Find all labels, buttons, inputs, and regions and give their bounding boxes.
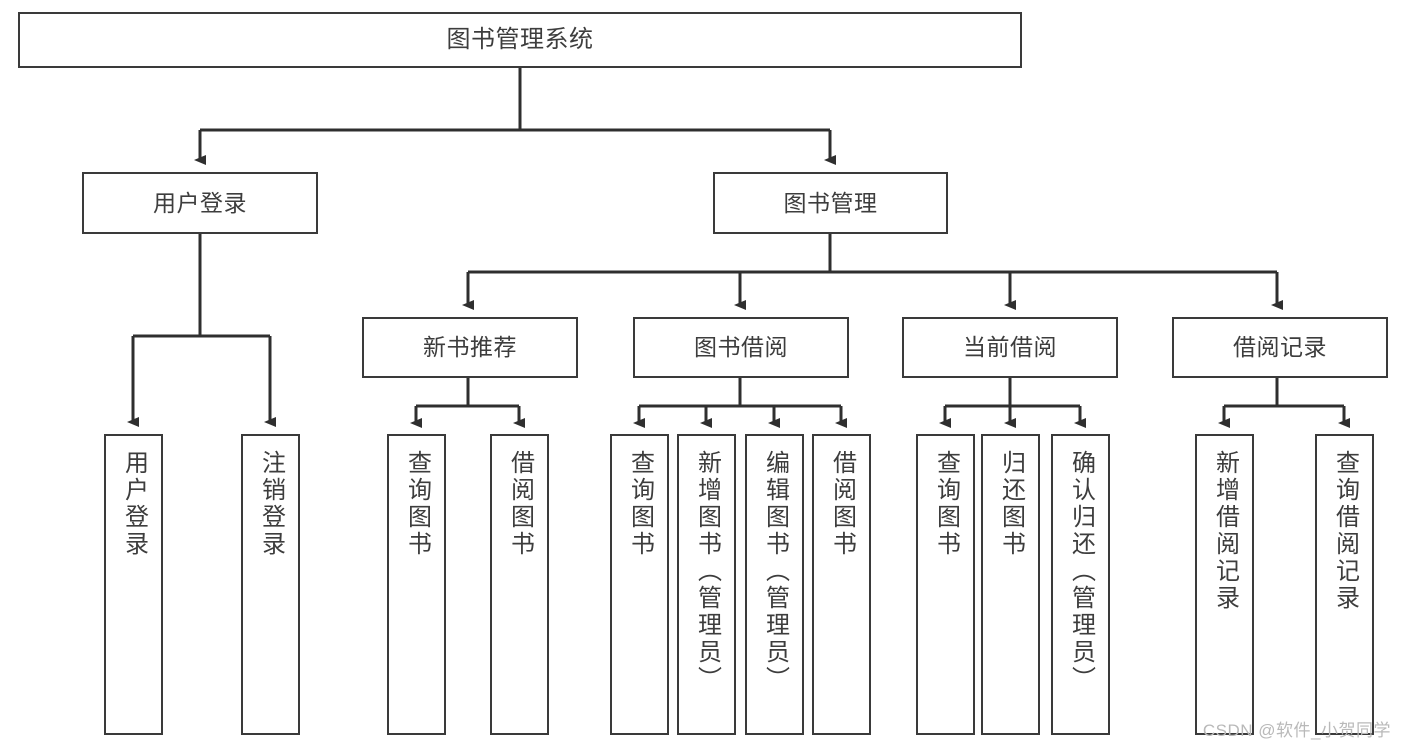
node-book-management[interactable]: 图书管理 [713, 172, 948, 234]
node-label: 新增借阅记录 [1211, 450, 1239, 612]
node-label: 图书借阅 [694, 334, 788, 361]
watermark: CSDN @软件_小贺同学 [1202, 721, 1391, 740]
node-label: 确认归还（管理员） [1067, 450, 1095, 693]
node-label: 用户登录 [120, 450, 148, 558]
node-borrow-record[interactable]: 借阅记录 [1172, 317, 1388, 378]
leaf-user-login-logout[interactable]: 注销登录 [241, 434, 300, 735]
node-label: 查询借阅记录 [1331, 450, 1359, 612]
leaf-book-borrow-borrow-book[interactable]: 借阅图书 [812, 434, 871, 735]
node-root-book-management-system[interactable]: 图书管理系统 [18, 12, 1022, 68]
leaf-current-borrow-confirm-return-admin[interactable]: 确认归还（管理员） [1051, 434, 1110, 735]
node-label: 新书推荐 [423, 334, 517, 361]
node-label: 借阅记录 [1233, 334, 1327, 361]
node-label: 查询图书 [403, 450, 431, 558]
leaf-new-book-borrow-book[interactable]: 借阅图书 [490, 434, 549, 735]
leaf-new-book-query-book[interactable]: 查询图书 [387, 434, 446, 735]
node-label: 图书管理系统 [446, 26, 594, 54]
leaf-current-borrow-return-book[interactable]: 归还图书 [981, 434, 1040, 735]
node-label: 编辑图书（管理员） [761, 450, 789, 693]
leaf-borrow-record-add-record[interactable]: 新增借阅记录 [1195, 434, 1254, 735]
leaf-book-borrow-edit-book-admin[interactable]: 编辑图书（管理员） [745, 434, 804, 735]
leaf-borrow-record-query-record[interactable]: 查询借阅记录 [1315, 434, 1374, 735]
node-new-book-recommend[interactable]: 新书推荐 [362, 317, 578, 378]
node-label: 当前借阅 [963, 334, 1057, 361]
leaf-current-borrow-query-book[interactable]: 查询图书 [916, 434, 975, 735]
node-label: 注销登录 [257, 450, 285, 558]
node-label: 借阅图书 [828, 450, 856, 558]
leaf-book-borrow-query-book[interactable]: 查询图书 [610, 434, 669, 735]
node-label: 查询图书 [932, 450, 960, 558]
node-label: 查询图书 [626, 450, 654, 558]
node-user-login[interactable]: 用户登录 [82, 172, 318, 234]
leaf-user-login-login[interactable]: 用户登录 [104, 434, 163, 735]
node-label: 借阅图书 [506, 450, 534, 558]
leaf-book-borrow-add-book-admin[interactable]: 新增图书（管理员） [677, 434, 736, 735]
node-label: 新增图书（管理员） [693, 450, 721, 693]
node-label: 归还图书 [997, 450, 1025, 558]
node-book-borrow[interactable]: 图书借阅 [633, 317, 849, 378]
node-label: 图书管理 [783, 189, 878, 216]
node-current-borrow[interactable]: 当前借阅 [902, 317, 1118, 378]
node-label: 用户登录 [153, 189, 247, 216]
